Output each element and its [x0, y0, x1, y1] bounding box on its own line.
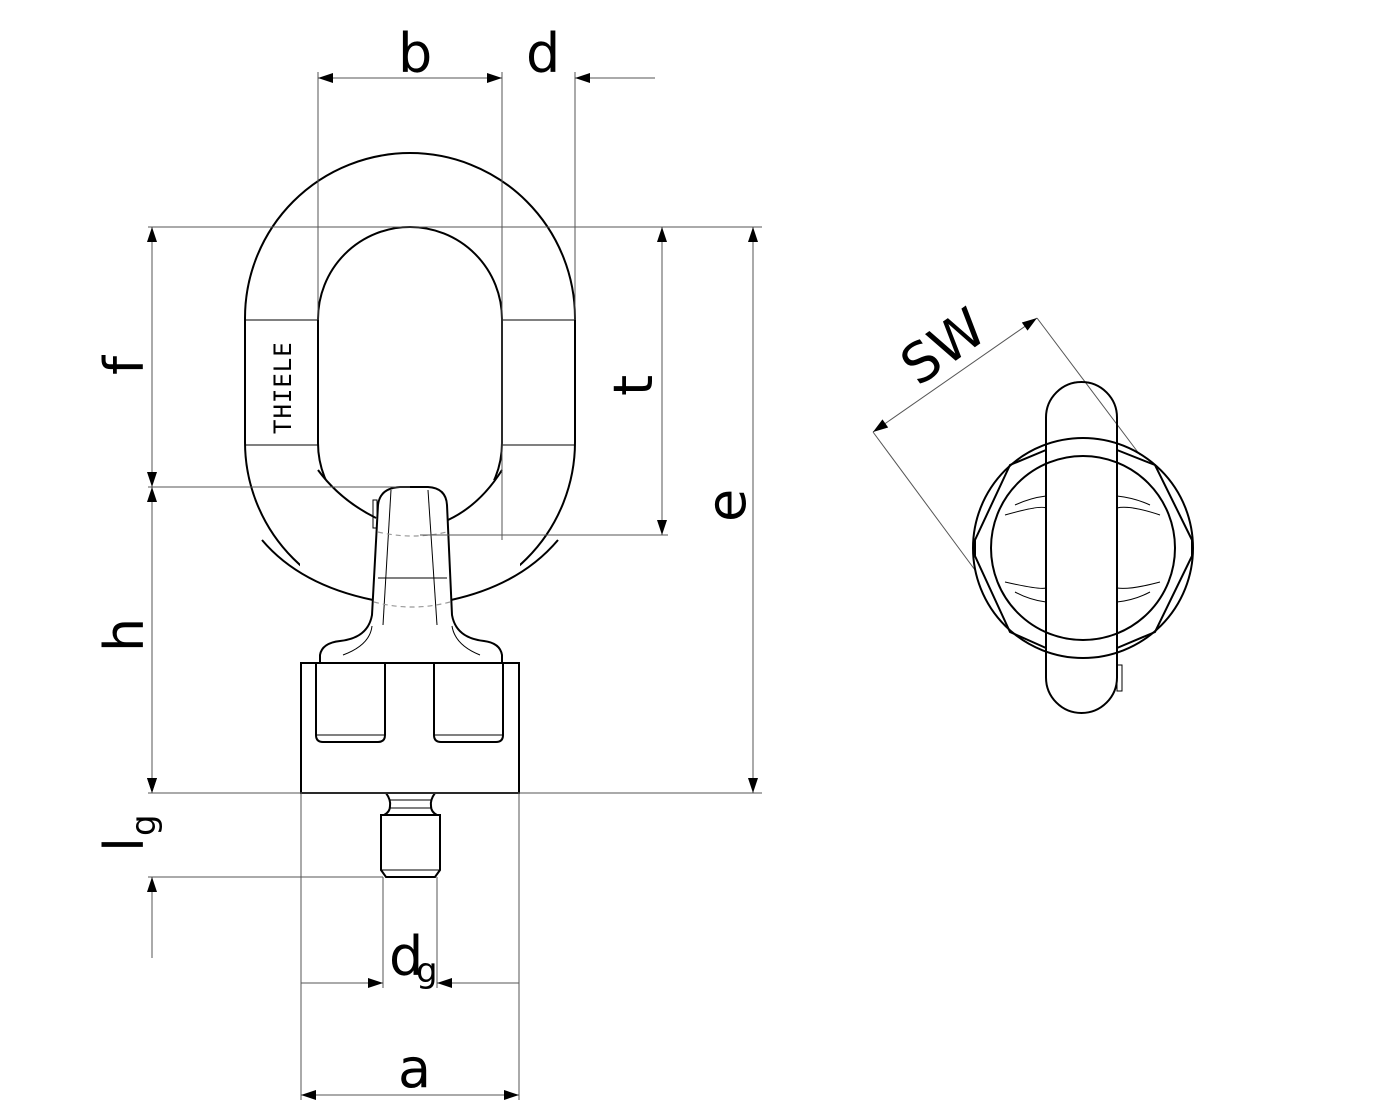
front-view: THIELE: [244, 152, 576, 878]
swivel-base: [300, 662, 520, 794]
dimension-lines: [147, 72, 1141, 1100]
wrench-pocket-left: [315, 663, 386, 743]
dim-label-h: h: [93, 618, 156, 652]
svg-text:d: d: [389, 925, 423, 988]
dim-label-lg: l g: [93, 814, 164, 852]
dim-label-f: f: [93, 354, 156, 375]
wrench-pocket-right: [433, 663, 504, 743]
swivel-stem: [319, 486, 503, 663]
svg-text:g: g: [416, 951, 438, 991]
svg-text:l: l: [93, 837, 156, 852]
thread-neck: [383, 792, 438, 816]
thiele-logo: THIELE: [269, 341, 297, 434]
dim-label-d: d: [526, 22, 560, 85]
dim-label-e: e: [695, 489, 758, 522]
thread-shank: [380, 814, 441, 878]
dim-label-b: b: [398, 22, 432, 85]
dim-label-t: t: [602, 375, 665, 396]
ring-top-view: [1045, 381, 1118, 714]
dim-label-dg: d g: [389, 925, 438, 991]
dim-label-a: a: [398, 1037, 431, 1100]
dim-label-sw: SW: [889, 296, 997, 398]
svg-text:g: g: [124, 814, 164, 836]
top-view: [972, 381, 1194, 714]
dimension-labels: b d f t e h l g d g a SW: [93, 22, 997, 1100]
